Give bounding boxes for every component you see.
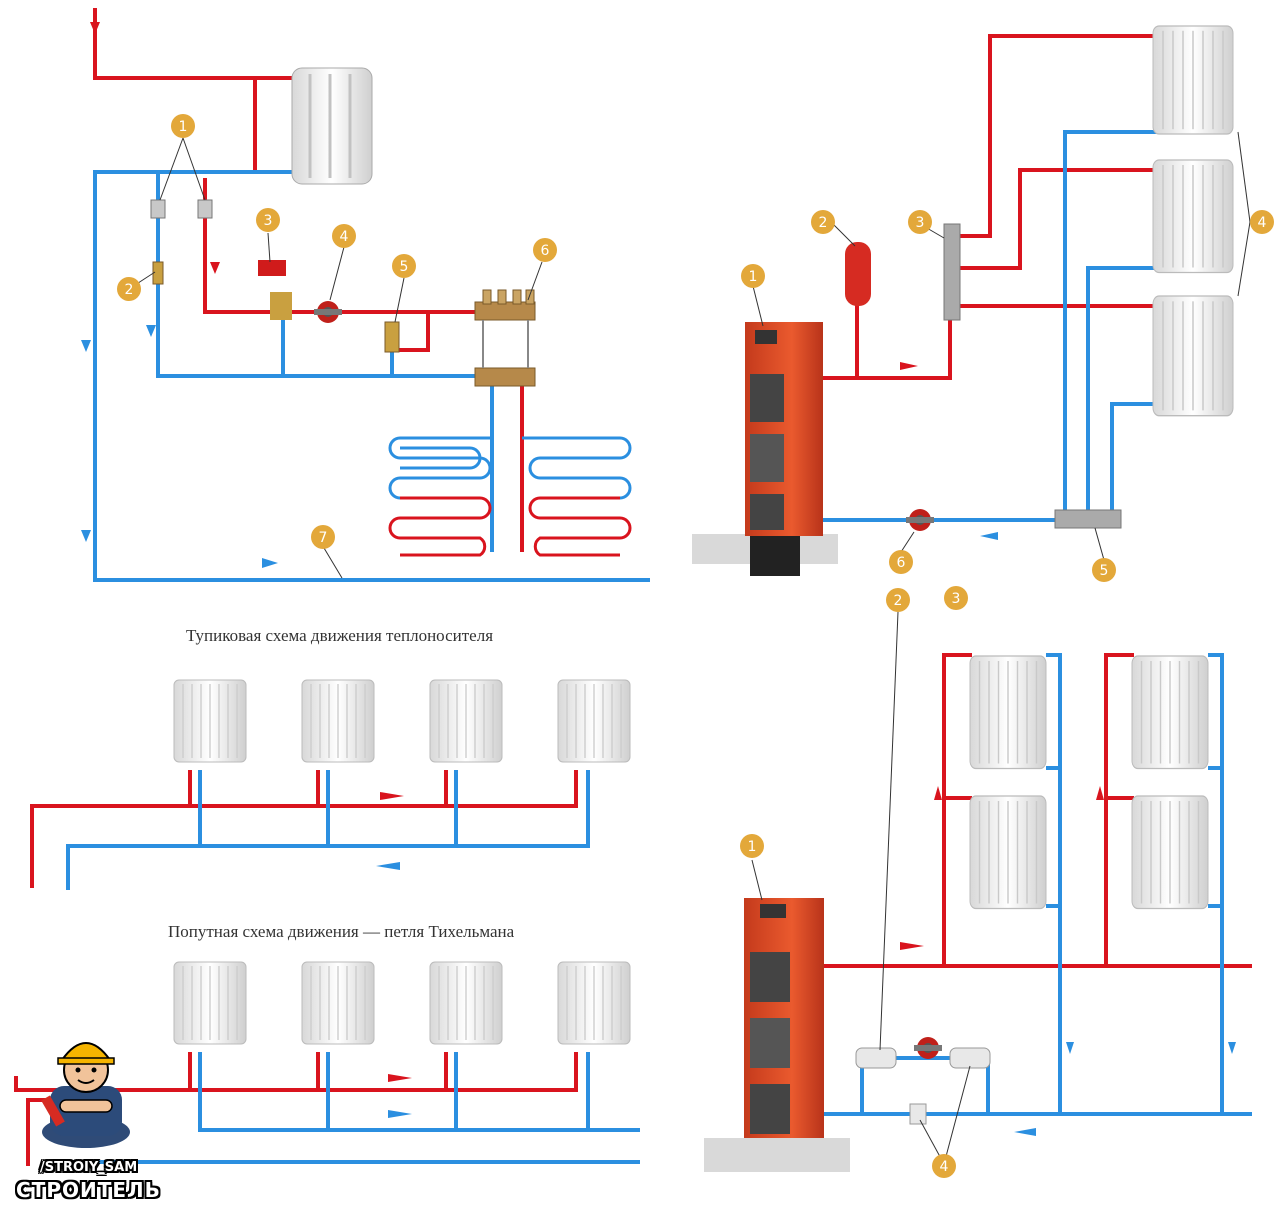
supply-pipe: [14, 1052, 578, 1092]
supply-pipe: [942, 653, 972, 966]
marker-number: 7: [319, 530, 328, 546]
builder-mascot-icon: [41, 1042, 130, 1148]
marker-number: 6: [541, 243, 550, 259]
supply-pipe: [395, 312, 430, 352]
marker-badge-4: 4: [932, 1154, 956, 1178]
supply-pipe: [960, 34, 1160, 238]
supply-pipe: [960, 168, 1160, 270]
supply-pipe: [30, 770, 578, 888]
panel-dead-end-and-tichelmann: [14, 679, 640, 1166]
supply-pipe: [93, 8, 300, 80]
marker-badge-4: 4: [332, 224, 356, 248]
marker-number: 4: [340, 229, 349, 245]
marker-number: 2: [819, 215, 828, 231]
marker-number: 3: [952, 591, 961, 607]
underfloor-loop-left: [388, 436, 494, 557]
marker-number: 2: [894, 593, 903, 609]
marker-badge-1: 1: [740, 834, 764, 858]
marker-number: 1: [179, 119, 188, 135]
flow-arrow-supply: [388, 1074, 412, 1082]
flow-arrow-supply: [900, 942, 924, 950]
return-pipe: [1208, 653, 1224, 1114]
marker-badge-6: 6: [889, 550, 913, 574]
circulation-pump-6: [906, 509, 934, 531]
supply-pipe: [1104, 653, 1134, 966]
flow-arrow-up: [934, 786, 942, 800]
return-pipe: [156, 172, 530, 378]
marker-number: 1: [749, 269, 758, 285]
return-pipe: [1086, 266, 1160, 515]
cast-iron-radiator: [291, 67, 373, 185]
dead-end-scheme-title: Тупиковая схема движения теплоносителя: [186, 626, 494, 645]
marker-badge-2: 2: [117, 277, 141, 301]
expansion-tank-2: [845, 242, 871, 306]
marker-badge-3: 3: [908, 210, 932, 234]
valve-1a: [150, 199, 166, 219]
marker-badge-4: 4: [1250, 210, 1274, 234]
flow-arrow-return: [376, 862, 400, 870]
marker-number: 6: [897, 555, 906, 571]
return-pipe: [93, 170, 650, 582]
circulation-pump-4: [314, 301, 342, 323]
circulation-pump-3: [914, 1037, 942, 1059]
flow-arrow-return: [1014, 1128, 1036, 1136]
flow-arrows: [90, 22, 220, 274]
bypass-valve-2: [855, 1047, 897, 1069]
ball-valves-4: [909, 1047, 991, 1125]
mixing-valve-3: [258, 260, 292, 320]
marker-badge-5: 5: [1092, 558, 1116, 582]
valve-1b: [197, 199, 213, 219]
flow-arrow-supply: [380, 792, 404, 800]
marker-badge-3: 3: [944, 586, 968, 610]
radiator-4: [1152, 25, 1234, 417]
watermark-handle: /STROIY_SAM: [40, 1160, 138, 1175]
flow-arrow-return: [980, 532, 998, 540]
watermark-brand: СТРОИТЕЛЬ: [16, 1178, 161, 1202]
return-pipe: [1046, 653, 1062, 1114]
return-header-5: [1054, 509, 1122, 529]
return-pipe: [198, 1052, 640, 1132]
flow-arrow-return: [388, 1110, 412, 1118]
marker-number: 5: [400, 259, 409, 275]
marker-number: 1: [748, 839, 757, 855]
radiator: [969, 655, 1209, 910]
underfloor-loop-right: [522, 436, 632, 557]
marker-badge-2: 2: [811, 210, 835, 234]
boiler-1: [744, 898, 824, 1138]
marker-number: 4: [1258, 215, 1267, 231]
radiator: [173, 679, 631, 763]
panel-solid-fuel-radiators: [692, 25, 1251, 576]
bypass-valve-5: [384, 321, 400, 353]
marker-number: 3: [264, 213, 273, 229]
flow-arrow-supply: [900, 362, 918, 370]
marker-badge-3: 3: [256, 208, 280, 232]
flow-arrow-up: [1096, 786, 1104, 800]
radiator: [173, 961, 631, 1045]
marker-badge-6: 6: [533, 238, 557, 262]
marker-badge-5: 5: [392, 254, 416, 278]
panel-underfloor-scheme: [81, 8, 650, 582]
tichelmann-scheme-title: Попутная схема движения — петля Тихельма…: [168, 922, 515, 941]
return-pipe: [1063, 130, 1160, 515]
marker-number: 4: [940, 1159, 949, 1175]
marker-number: 2: [125, 282, 134, 298]
boiler-1: [745, 322, 823, 576]
bypass-fitting-2: [152, 261, 164, 285]
supply-pipe: [823, 232, 952, 380]
return-pipe: [1110, 402, 1160, 515]
distribution-manifold-3: [943, 223, 961, 321]
marker-number: 5: [1100, 563, 1109, 579]
marker-badge-2: 2: [886, 588, 910, 612]
marker-badge-1: 1: [741, 264, 765, 288]
manifold: [474, 289, 536, 387]
marker-badge-7: 7: [311, 525, 335, 549]
marker-badge-1: 1: [171, 114, 195, 138]
marker-number: 3: [916, 215, 925, 231]
panel-boiler-risers: [704, 611, 1252, 1172]
supply-pipe: [203, 178, 530, 314]
